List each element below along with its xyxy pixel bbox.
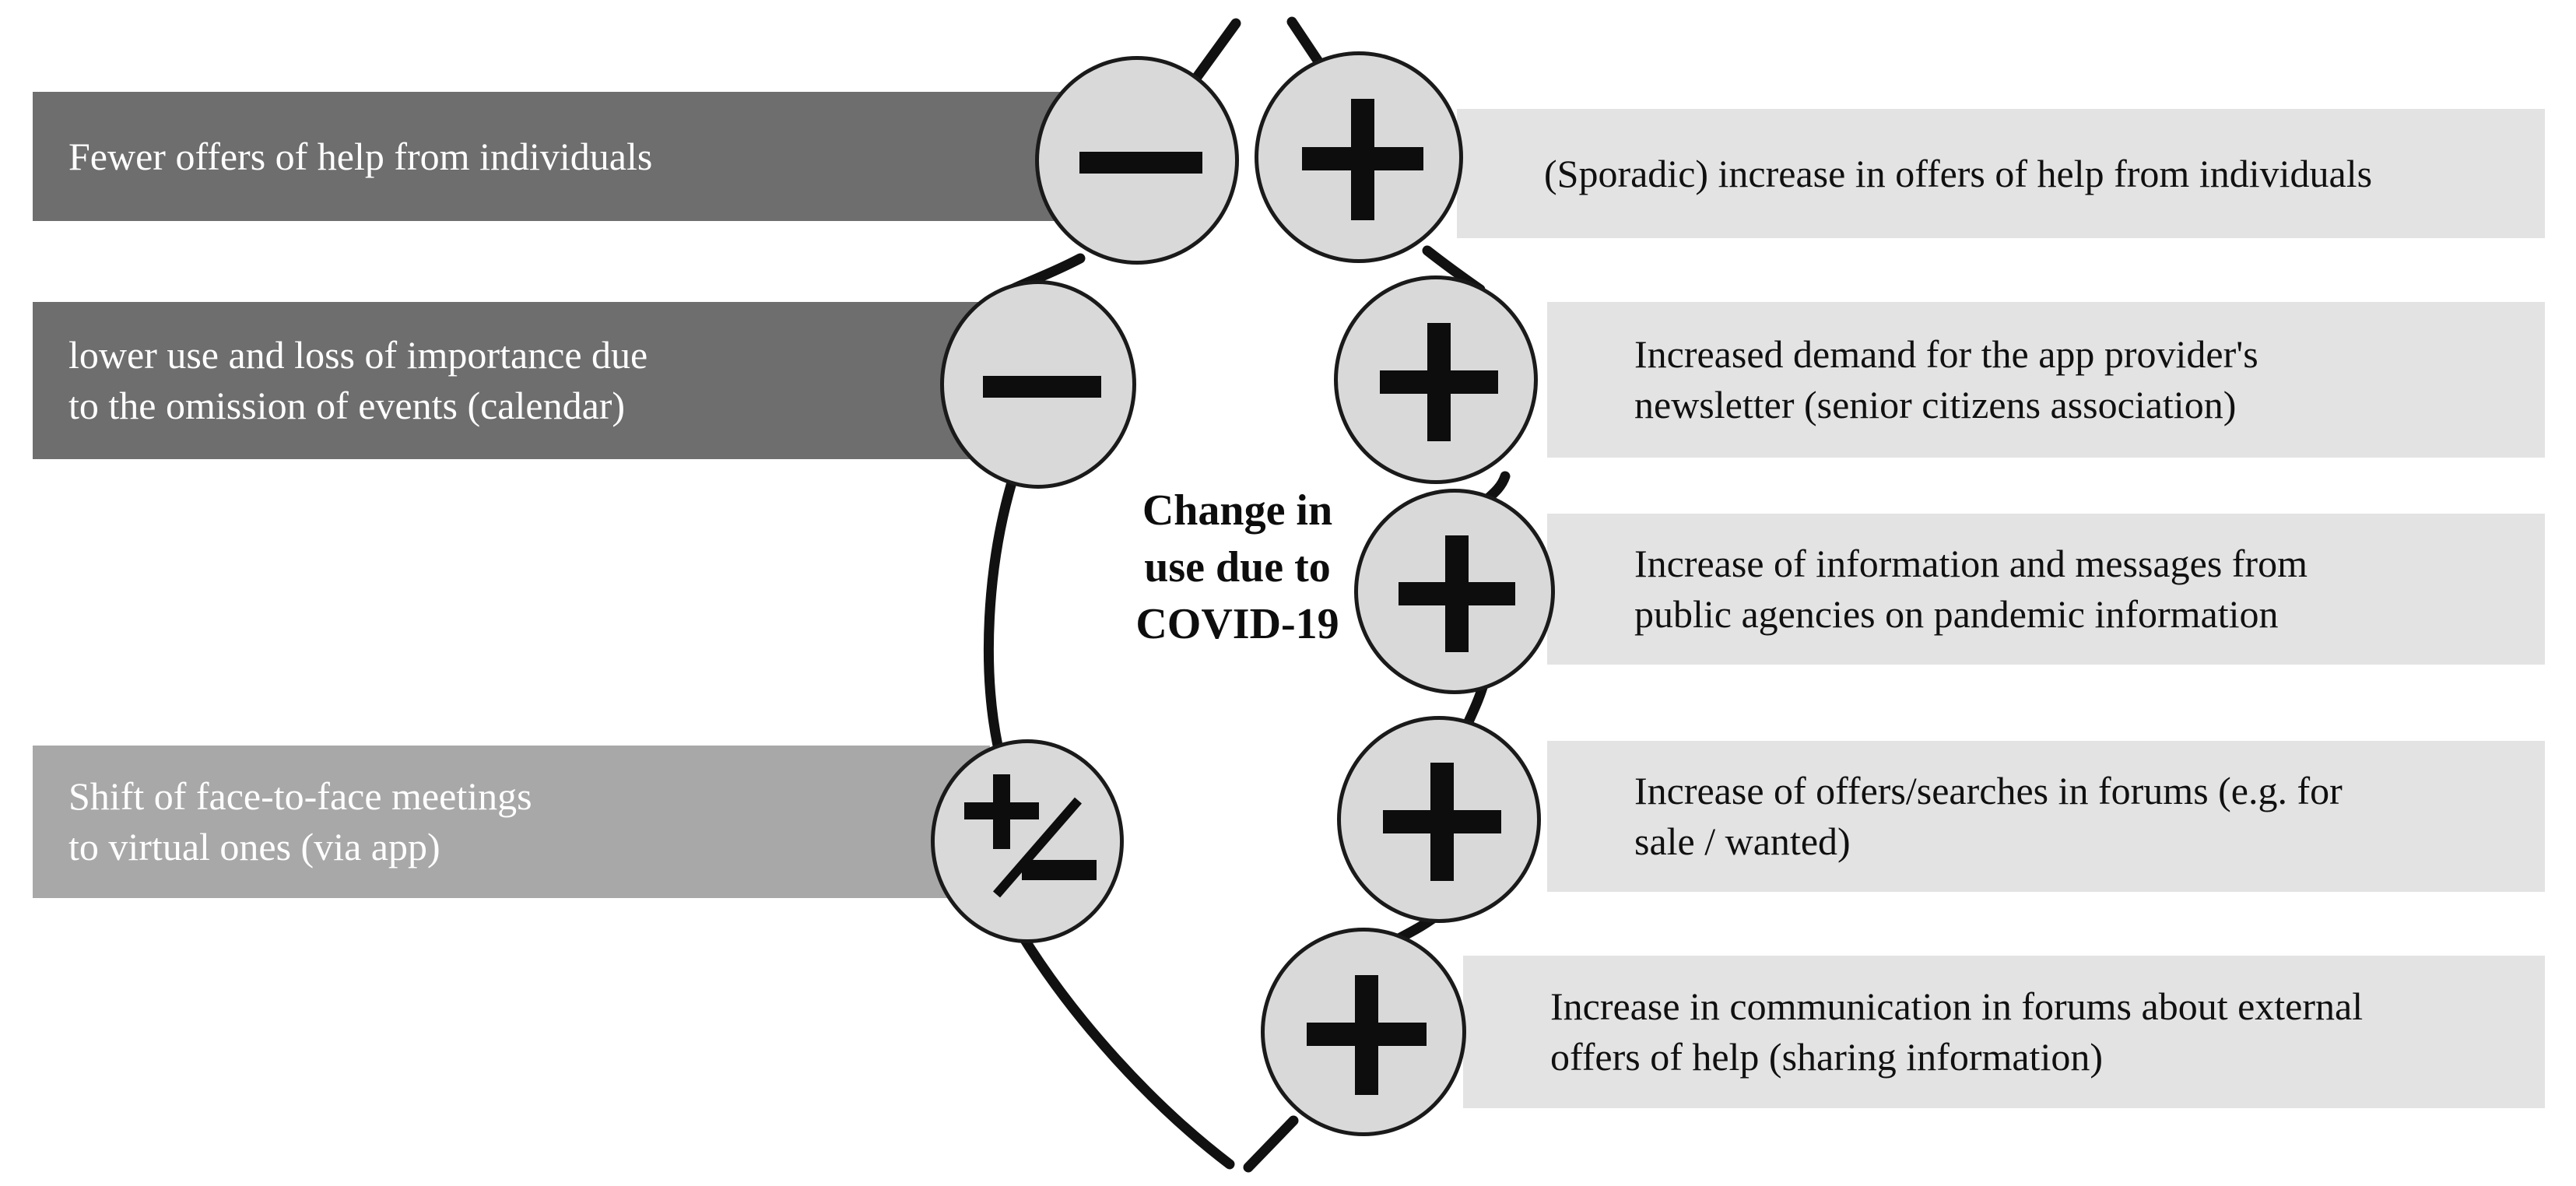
negative-label-bar-1: Fewer offers of help from individuals — [33, 92, 1177, 221]
plus-sign-node-4[interactable] — [1337, 716, 1541, 923]
plus-icon — [1265, 932, 1462, 1132]
positive-label-bar-1: (Sporadic) increase in offers of help fr… — [1457, 109, 2545, 238]
plus-icon — [1341, 720, 1537, 919]
negative-label-text-2: lower use and loss of importance due to … — [68, 333, 648, 427]
positive-label-text-2: Increased demand for the app provider's … — [1634, 332, 2258, 426]
positive-label-bar-3: Increase of information and messages fro… — [1547, 514, 2545, 665]
arc-left-segment-neg2-pm — [983, 477, 1017, 751]
plus-sign-node-1[interactable] — [1255, 51, 1463, 263]
negative-label-bar-3: Shift of face-to-face meetings to virtua… — [33, 746, 990, 898]
plus-icon — [1358, 493, 1551, 690]
plus-icon — [1338, 279, 1534, 480]
negative-label-text-3: Shift of face-to-face meetings to virtua… — [68, 774, 532, 868]
plus-icon — [1258, 55, 1459, 259]
minus-icon — [944, 284, 1132, 485]
plus-sign-node-5[interactable] — [1261, 928, 1466, 1136]
plus-minus-icon — [935, 743, 1120, 939]
minus-sign-node-2[interactable] — [940, 280, 1136, 489]
negative-label-text-1: Fewer offers of help from individuals — [68, 134, 653, 178]
arc-left-bottom-stub — [1016, 928, 1235, 1170]
positive-label-bar-4: Increase of offers/searches in forums (e… — [1547, 741, 2545, 892]
positive-label-bar-2: Increased demand for the app provider's … — [1547, 302, 2545, 458]
negative-label-bar-2: lower use and loss of importance due to … — [33, 302, 1029, 459]
centre-caption: Change in use due to COVID-19 — [1135, 486, 1339, 648]
positive-label-text-1: (Sporadic) increase in offers of help fr… — [1544, 151, 2373, 195]
positive-label-text-4: Increase of offers/searches in forums (e… — [1634, 769, 2343, 863]
minus-icon — [1039, 60, 1235, 261]
positive-label-bar-5: Increase in communication in forums abou… — [1463, 956, 2545, 1108]
plus-sign-node-2[interactable] — [1334, 275, 1538, 484]
plus-minus-sign-node[interactable] — [931, 739, 1124, 943]
minus-sign-node-1[interactable] — [1035, 56, 1239, 265]
positive-label-text-5: Increase in communication in forums abou… — [1550, 984, 2364, 1079]
plus-sign-node-3[interactable] — [1354, 489, 1555, 694]
positive-label-text-3: Increase of information and messages fro… — [1634, 542, 2308, 636]
